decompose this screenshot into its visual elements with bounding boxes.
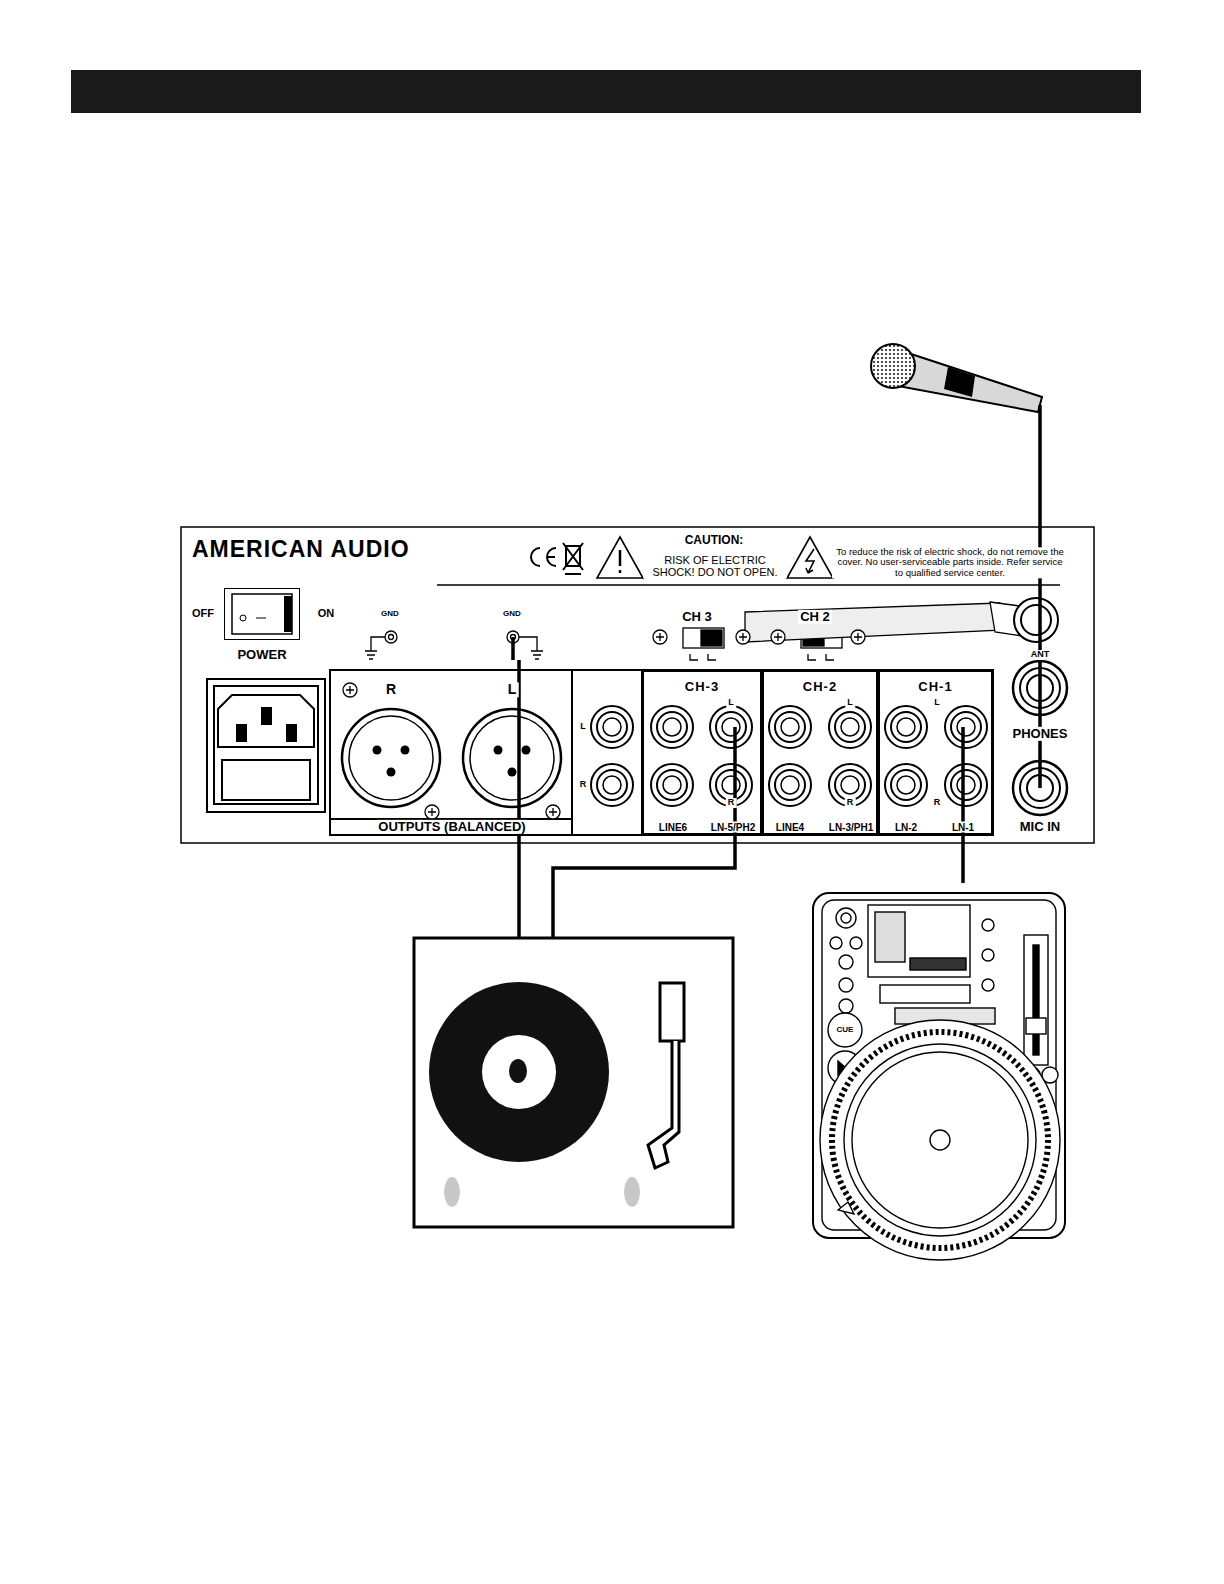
caution-heading: CAUTION: [683,534,746,547]
safety-note: To reduce the risk of electric shock, do… [832,547,1068,578]
header-bar [71,70,1141,113]
connector-jacks [342,630,1067,819]
antenna [745,598,1058,642]
channel-side: L [932,698,942,708]
input-label: LN-5/PH2 [709,822,757,833]
brand-name: AMERICAN AUDIO [192,537,410,562]
input-label: LN-2 [893,822,919,833]
cd-player [813,893,1065,1260]
input-label: LN-1 [950,822,976,833]
switch-state: ON [316,607,337,619]
ground-label: GND [379,610,401,619]
microphone [871,344,1042,412]
power-rocker [232,594,292,634]
channel-side: R [726,798,737,808]
channel-label: CH-3 [685,680,719,694]
ground-label: GND [501,610,523,619]
channel-side: L [578,722,588,732]
channel-side: R [578,780,589,790]
input-channel-box: CH-2 [762,670,878,835]
button-label: CUE [835,1026,856,1035]
input-label: LINE6 [657,822,689,833]
caution-text: RISK OF ELECTRIC SHOCK! DO NOT OPEN. [643,554,787,578]
output-label: L [506,682,519,697]
input-label: LN-3/PH1 [827,822,875,833]
turntable [414,938,733,1227]
switch-label: CH 2 [798,610,832,624]
channel-label: CH-2 [803,680,837,694]
switch-state: OFF [190,607,216,619]
jack-label: MIC IN [1018,820,1062,834]
channel-side: L [845,698,855,708]
channel-label: CH-1 [918,680,952,694]
input-label: LINE4 [774,822,806,833]
input-channel-box: CH-1 [878,670,993,835]
signal-cables [513,405,1040,938]
channel-side: R [932,798,943,808]
ce-weee-marks [531,543,583,574]
mixer-panel-outline [181,527,1094,843]
section-label: OUTPUTS (BALANCED) [376,820,527,834]
switch-label: CH 3 [680,610,714,624]
power-inlet [207,679,325,812]
channel-side: L [726,698,736,708]
gnd-terminals [365,631,543,659]
jack-label: PHONES [1011,727,1070,741]
input-channel-box: CH-3 [642,670,762,835]
switch-label: POWER [237,648,286,662]
antenna-label: ANT [1029,650,1052,660]
jack-section-frame [330,670,993,835]
output-label: R [384,682,398,697]
channel-side: R [845,798,856,808]
power-switch-box: POWER [224,588,300,640]
